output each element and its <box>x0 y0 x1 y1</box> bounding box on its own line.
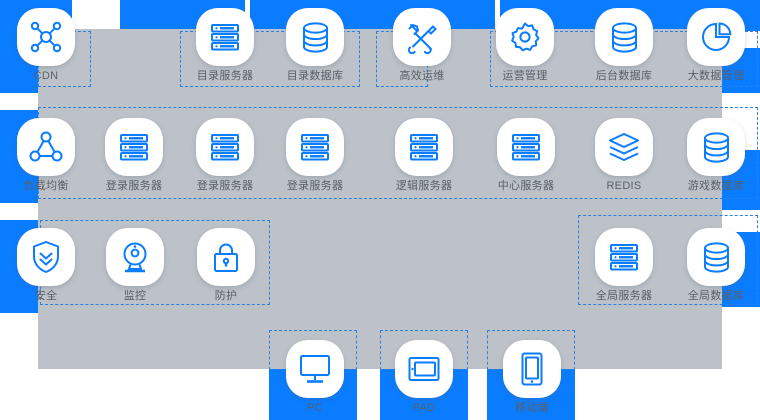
node-monitoring[interactable]: 监控 <box>103 228 167 303</box>
shield-icon <box>17 228 75 286</box>
database-cylinder-icon <box>687 118 745 176</box>
tablet-icon <box>395 340 453 398</box>
camera-monitor-icon <box>106 228 164 286</box>
server-rack-icon <box>595 228 653 286</box>
group-directory <box>180 31 360 87</box>
database-cylinder-icon <box>595 8 653 66</box>
node-label-pad: PAD <box>412 402 436 414</box>
pie-chart-icon <box>687 8 745 66</box>
node-label-center-server: 中心服务器 <box>497 180 555 192</box>
node-directory-server[interactable]: 目录服务器 <box>193 8 257 83</box>
node-backend-database[interactable]: 后台数据库 <box>592 8 656 83</box>
server-rack-icon <box>286 118 344 176</box>
node-cdn[interactable]: CDN <box>14 8 78 83</box>
node-protection[interactable]: 防护 <box>194 228 258 303</box>
node-label-login-server-3: 登录服务器 <box>286 180 344 192</box>
desktop-monitor-icon <box>286 340 344 398</box>
node-operation-management[interactable]: 运营管理 <box>493 8 557 83</box>
node-label-login-server-1: 登录服务器 <box>105 180 163 192</box>
node-load-balance[interactable]: 负载均衡 <box>14 118 78 193</box>
node-label-bigdata-management: 大数据管理 <box>687 70 745 82</box>
server-rack-icon <box>196 8 254 66</box>
node-efficient-ops[interactable]: 高效运维 <box>390 8 454 83</box>
node-label-efficient-ops: 高效运维 <box>399 70 445 82</box>
node-directory-database[interactable]: 目录数据库 <box>283 8 347 83</box>
node-bigdata-management[interactable]: 大数据管理 <box>684 8 748 83</box>
gear-icon <box>496 8 554 66</box>
database-cylinder-icon <box>286 8 344 66</box>
node-login-server-1[interactable]: 登录服务器 <box>102 118 166 193</box>
server-rack-icon <box>105 118 163 176</box>
node-label-global-database: 全局数据库 <box>687 290 745 302</box>
database-cylinder-icon <box>687 228 745 286</box>
node-label-protection: 防护 <box>214 290 238 302</box>
node-label-load-balance: 负载均衡 <box>23 180 69 192</box>
layers-stack-icon <box>595 118 653 176</box>
load-balancer-icon <box>17 118 75 176</box>
node-label-cdn: CDN <box>33 70 59 82</box>
node-mobile[interactable]: 移动端 <box>500 340 564 415</box>
node-redis[interactable]: REDIS <box>592 118 656 193</box>
smartphone-icon <box>503 340 561 398</box>
node-global-database[interactable]: 全局数据库 <box>684 228 748 303</box>
node-pc[interactable]: PC <box>283 340 347 415</box>
group-global <box>578 215 758 305</box>
node-label-directory-server: 目录服务器 <box>196 70 254 82</box>
cdn-network-icon <box>17 8 75 66</box>
node-security[interactable]: 安全 <box>14 228 78 303</box>
node-pad[interactable]: PAD <box>392 340 456 415</box>
node-label-game-database: 游戏数据库 <box>687 180 745 192</box>
node-label-backend-database: 后台数据库 <box>595 70 653 82</box>
node-label-redis: REDIS <box>606 180 642 192</box>
node-label-logic-server: 逻辑服务器 <box>395 180 453 192</box>
node-login-server-3[interactable]: 登录服务器 <box>283 118 347 193</box>
node-logic-server[interactable]: 逻辑服务器 <box>392 118 456 193</box>
node-game-database[interactable]: 游戏数据库 <box>684 118 748 193</box>
node-label-operation-management: 运营管理 <box>502 70 548 82</box>
node-login-server-2[interactable]: 登录服务器 <box>193 118 257 193</box>
lock-icon <box>197 228 255 286</box>
server-rack-icon <box>395 118 453 176</box>
node-label-global-server: 全局服务器 <box>595 290 653 302</box>
server-rack-icon <box>497 118 555 176</box>
node-label-monitoring: 监控 <box>123 290 147 302</box>
node-center-server[interactable]: 中心服务器 <box>494 118 558 193</box>
server-rack-icon <box>196 118 254 176</box>
node-label-security: 安全 <box>34 290 58 302</box>
node-label-mobile: 移动端 <box>515 402 549 414</box>
tools-wrench-screwdriver-icon <box>393 8 451 66</box>
node-label-directory-database: 目录数据库 <box>286 70 344 82</box>
node-label-pc: PC <box>307 402 323 414</box>
architecture-panel <box>38 29 722 369</box>
node-label-login-server-2: 登录服务器 <box>196 180 254 192</box>
node-global-server[interactable]: 全局服务器 <box>592 228 656 303</box>
